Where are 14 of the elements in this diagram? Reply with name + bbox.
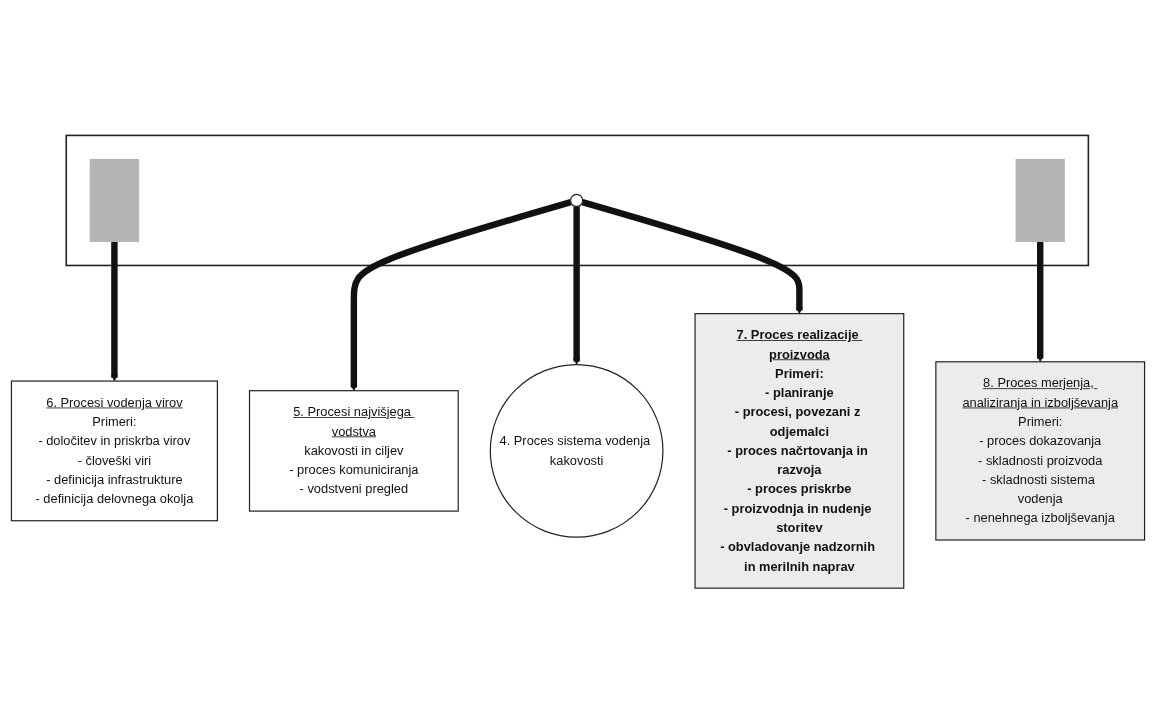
node-box: 8. Proces merjenja, analiziranja in izboljševanja Primeri: - proces dokazovanja - skladnosti proizvoda - skladnosti sistema vodenja - nenehnega izboljševanja xyxy=(935,361,1146,541)
arrow xyxy=(581,199,803,315)
arrow xyxy=(110,241,118,382)
arrow xyxy=(350,199,572,392)
node-bar xyxy=(89,159,140,243)
node-box: 7. Proces realizacije proizvoda Primeri: - planiranje - procesi, povezani z odjemalci - proces načrtovanja in razvoja - proces priskrbe - proizvodnja in nudenje storitev - obvladovanje nadzornih in merilnih naprav xyxy=(694,313,905,589)
node-box: 5. Procesi najvišjega vodstva kakovosti in ciljev - proces komuniciranja - vodstveni pregled xyxy=(248,390,459,512)
arrow xyxy=(1036,241,1044,363)
node-circle xyxy=(570,194,584,208)
arrow xyxy=(573,206,581,366)
node-box: 6. Procesi vodenja virov Primeri: - določitev in priskrba virov - človeški viri - definicija infrastrukture - definicija delovnega okolja xyxy=(10,380,218,522)
cluster xyxy=(65,134,1090,267)
node-circle: 4. Proces sistema vodenja kakovosti xyxy=(489,364,664,538)
node-bar xyxy=(1015,159,1065,243)
